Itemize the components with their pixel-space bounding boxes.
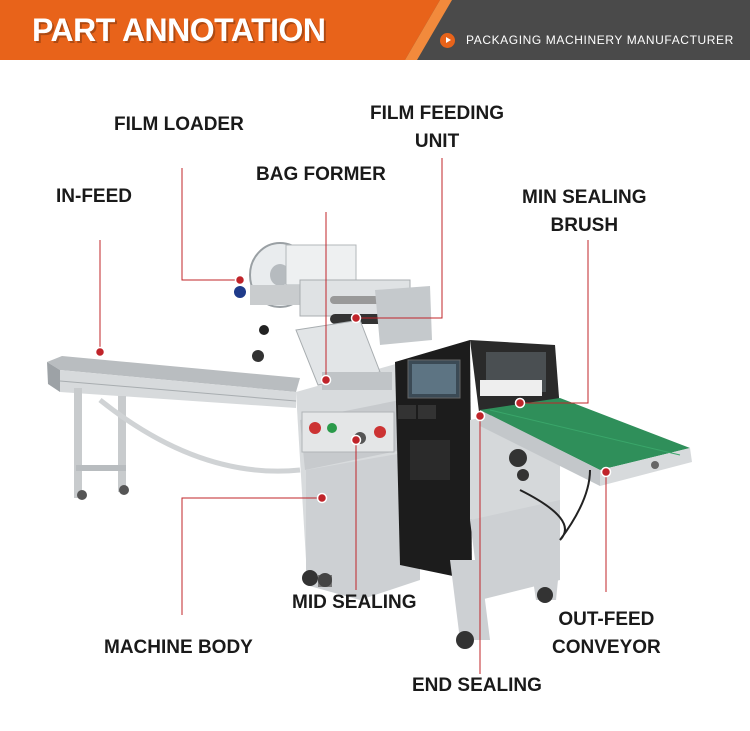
label-film-feeding-unit-line2: UNIT <box>414 131 460 152</box>
label-out-feed-conveyor-line1: OUT-FEED <box>558 609 655 630</box>
marker-machine-body <box>316 492 328 504</box>
leader-film-feeding-unit <box>356 158 443 319</box>
leader-min-sealing-brush <box>520 240 589 404</box>
marker-bag-former <box>320 374 332 386</box>
label-min-sealing-brush-line2: BRUSH <box>550 215 619 236</box>
marker-in-feed <box>94 346 106 358</box>
page-title: PART ANNOTATION <box>32 12 326 48</box>
marker-film-feeding-unit <box>350 312 362 324</box>
label-film-feeding-unit: FILM FEEDING UNIT <box>370 100 504 156</box>
label-min-sealing-brush: MIN SEALING BRUSH <box>522 184 647 240</box>
tagline: PACKAGING MACHINERY MANUFACTURER <box>466 33 734 47</box>
label-film-feeding-unit-line1: FILM FEEDING <box>370 103 505 124</box>
leader-film-loader <box>181 168 240 281</box>
label-out-feed-conveyor-line2: CONVEYOR <box>552 637 661 658</box>
marker-film-loader <box>234 274 246 286</box>
marker-mid-sealing <box>350 434 362 446</box>
label-in-feed: IN-FEED <box>56 186 132 207</box>
header-banner: PART ANNOTATION PACKAGING MACHINERY MANU… <box>0 0 750 60</box>
label-mid-sealing: MID SEALING <box>292 592 417 613</box>
banner-background <box>0 0 750 60</box>
label-film-loader: FILM LOADER <box>114 114 244 135</box>
label-machine-body: MACHINE BODY <box>104 637 253 658</box>
play-circle-icon <box>440 33 455 48</box>
leader-machine-body <box>181 497 322 615</box>
label-end-sealing: END SEALING <box>412 675 542 696</box>
label-out-feed-conveyor: OUT-FEED CONVEYOR <box>552 606 661 662</box>
marker-min-sealing-brush <box>514 397 526 409</box>
label-bag-former: BAG FORMER <box>256 164 386 185</box>
marker-out-feed-conveyor <box>600 466 612 478</box>
marker-end-sealing <box>474 410 486 422</box>
label-min-sealing-brush-line1: MIN SEALING <box>522 187 647 208</box>
